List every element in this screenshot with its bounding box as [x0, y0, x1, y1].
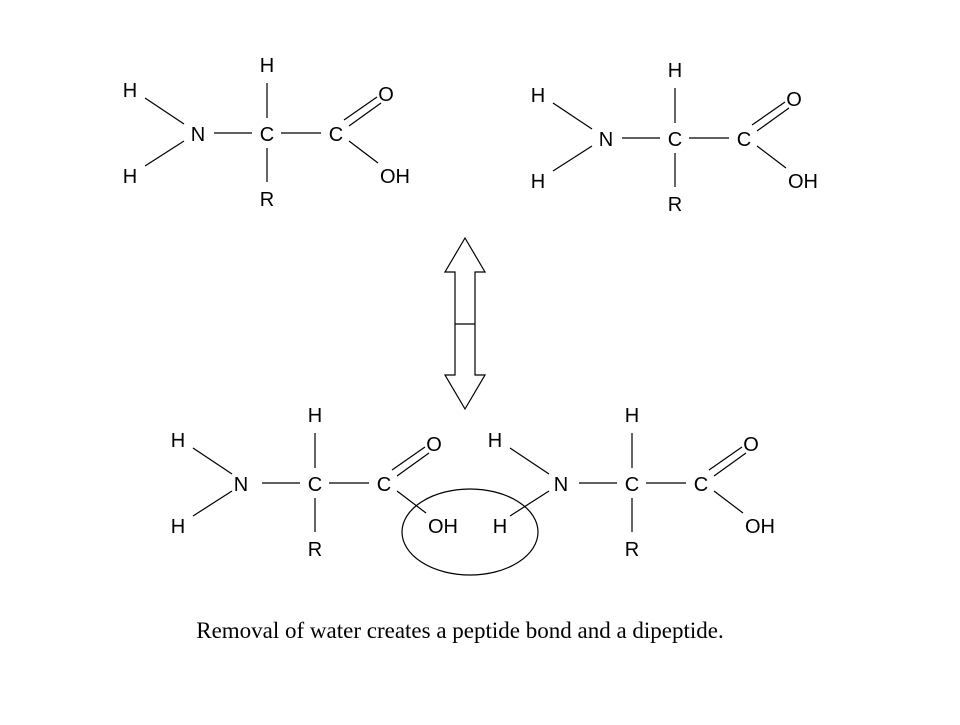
bond-c-o-double-1: [391, 446, 426, 471]
atom-o: O: [426, 434, 442, 456]
atom-r: R: [625, 539, 639, 561]
atom-oh: OH: [380, 166, 410, 188]
double-headed-arrow-icon: [443, 236, 487, 411]
bond-c-o-double-2: [756, 107, 790, 132]
bond-c-oh: [348, 140, 379, 164]
diagram-caption: Removal of water creates a peptide bond …: [196, 618, 724, 643]
amino-acid-1: H H H N C C O OH R: [123, 55, 410, 211]
atom-c-carboxyl: C: [329, 124, 343, 146]
bond-n-h-lower: [144, 140, 185, 167]
atom-n: N: [191, 124, 205, 146]
bond-c-o-double-1: [708, 446, 743, 471]
bond-n-h-upper: [552, 102, 593, 130]
atom-c-carboxyl: C: [377, 474, 391, 496]
atom-h-lower-left: H: [531, 171, 545, 193]
atom-h-top: H: [625, 405, 639, 427]
atom-n: N: [599, 129, 613, 151]
atom-c-alpha: C: [308, 474, 322, 496]
atom-n: N: [234, 474, 248, 496]
atom-oh: OH: [745, 516, 775, 538]
atom-h-top: H: [260, 55, 274, 77]
atom-c-alpha: C: [625, 474, 639, 496]
atom-h-upper-left: H: [531, 85, 545, 107]
bond-n-h-upper: [192, 447, 233, 475]
water-removal-ellipse: [401, 488, 539, 576]
dipeptide-right-residue: H H H N C C O OH R: [488, 405, 775, 561]
bond-n-h-lower: [192, 490, 233, 517]
atom-h-upper-left: H: [488, 430, 502, 452]
atom-oh: OH: [788, 171, 818, 193]
atom-o: O: [378, 84, 394, 106]
atom-o: O: [743, 434, 759, 456]
bond-c-o-double-1: [751, 101, 786, 126]
atom-h-upper-left: H: [123, 80, 137, 102]
bond-n-h-lower: [552, 145, 593, 172]
atom-r: R: [668, 194, 682, 216]
bond-n-h-lower: [509, 490, 550, 517]
dipeptide-left-residue: H H H N C C O OH R: [171, 405, 458, 561]
atom-h-lower-left: H: [171, 516, 185, 538]
bond-c-o-double-2: [396, 452, 430, 477]
bond-n-h-upper: [144, 97, 185, 125]
amino-acid-2: H H H N C C O OH R: [531, 60, 818, 216]
atom-c-carboxyl: C: [737, 129, 751, 151]
bond-c-oh: [713, 490, 744, 514]
atom-h-upper-left: H: [171, 430, 185, 452]
atom-r: R: [308, 539, 322, 561]
bond-c-oh: [756, 145, 787, 169]
bond-c-oh: [396, 490, 427, 514]
atom-c-alpha: C: [260, 124, 274, 146]
atom-c-carboxyl: C: [694, 474, 708, 496]
bond-c-o-double-2: [348, 102, 382, 127]
bond-c-o-double-1: [343, 96, 378, 121]
atom-h-lower-left: H: [123, 166, 137, 188]
atom-n: N: [554, 474, 568, 496]
bond-n-h-upper: [509, 447, 550, 475]
atom-h-top: H: [308, 405, 322, 427]
atom-r: R: [260, 189, 274, 211]
atom-c-alpha: C: [668, 129, 682, 151]
atom-oh: OH: [428, 516, 458, 538]
atom-o: O: [786, 89, 802, 111]
atom-h-top: H: [668, 60, 682, 82]
atom-h-lower-left: H: [493, 516, 507, 538]
bond-c-o-double-2: [713, 452, 747, 477]
